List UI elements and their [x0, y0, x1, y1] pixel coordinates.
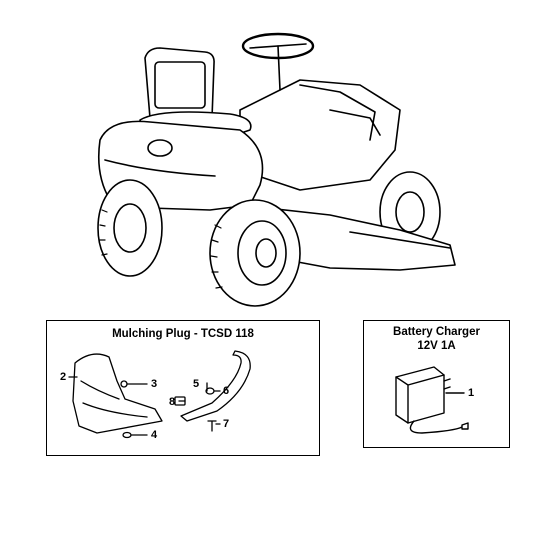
- callout-4: 4: [151, 429, 158, 441]
- battery-charger-drawing: [395, 366, 469, 434]
- seat: [144, 47, 215, 119]
- charger-body: [395, 366, 445, 424]
- charger-cable: [409, 420, 463, 434]
- nut-part: [122, 431, 132, 439]
- battery-charger-title: Battery Charger: [393, 326, 480, 338]
- bolt-part: [207, 420, 217, 432]
- callout-7: 7: [223, 418, 230, 430]
- mulch-plug-part: [72, 353, 163, 434]
- callout-2: 2: [60, 371, 67, 383]
- screw-part: [120, 380, 128, 388]
- mulching-plug-panel: Mulching Plug - TCSD 118 2 3 4 5 6 7 8: [46, 320, 320, 456]
- callout-1: 1: [468, 387, 475, 399]
- callout-3: 3: [151, 378, 158, 390]
- mulch-bracket-part: [180, 350, 251, 422]
- battery-charger-panel: Battery Charger 12V 1A 1: [363, 320, 510, 448]
- callout-6: 6: [223, 385, 230, 397]
- mulching-plug-drawing: [68, 350, 251, 439]
- battery-charger-spec: 12V 1A: [417, 340, 456, 352]
- tractor-illustration: [97, 32, 456, 307]
- callout-8: 8: [169, 396, 176, 408]
- callout-5: 5: [193, 378, 200, 390]
- tractor-hood: [239, 79, 401, 191]
- mulching-plug-title: Mulching Plug - TCSD 118: [112, 328, 254, 340]
